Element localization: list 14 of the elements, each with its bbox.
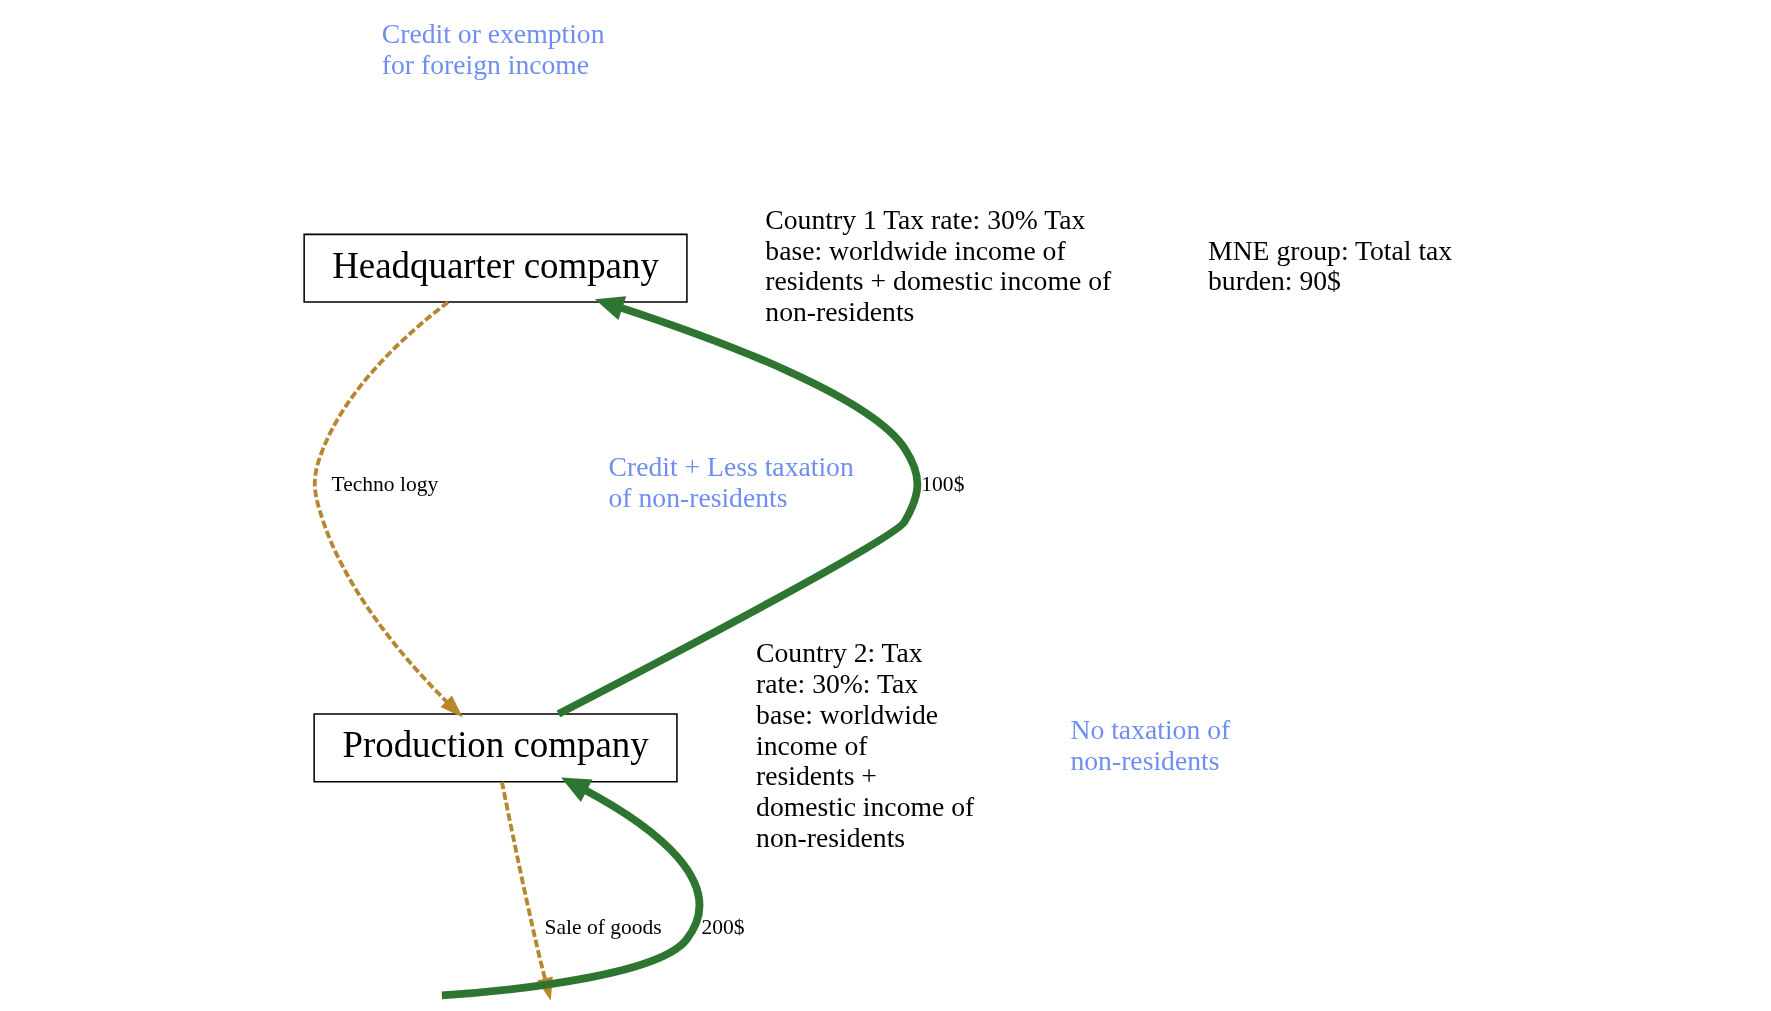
edge-label: 100$ bbox=[920, 471, 964, 496]
edge-label: Sale of goods bbox=[544, 915, 662, 940]
arrow bbox=[312, 300, 463, 718]
edge-label: 200$ bbox=[701, 915, 745, 940]
node-box: Production company bbox=[312, 713, 678, 783]
label: Country 2: Tax rate: 30%: Tax base: worldwide income of residents + domestic income of non-residents bbox=[755, 637, 974, 853]
label: No taxation of non-residents bbox=[1069, 714, 1230, 776]
node-box: Headquarter company bbox=[302, 233, 688, 303]
label: Credit + Less taxation of non-residents bbox=[608, 451, 854, 514]
label: Country 1 Tax rate: 30% Tax base: worldwide income of residents + domestic income of non-residents bbox=[764, 203, 1111, 328]
edge-label: Techno logy bbox=[331, 471, 438, 496]
label: Credit or exemption for foreign income bbox=[381, 17, 605, 80]
label: MNE group: Total tax burden: 90$ bbox=[1207, 234, 1452, 297]
arrow bbox=[556, 296, 921, 718]
